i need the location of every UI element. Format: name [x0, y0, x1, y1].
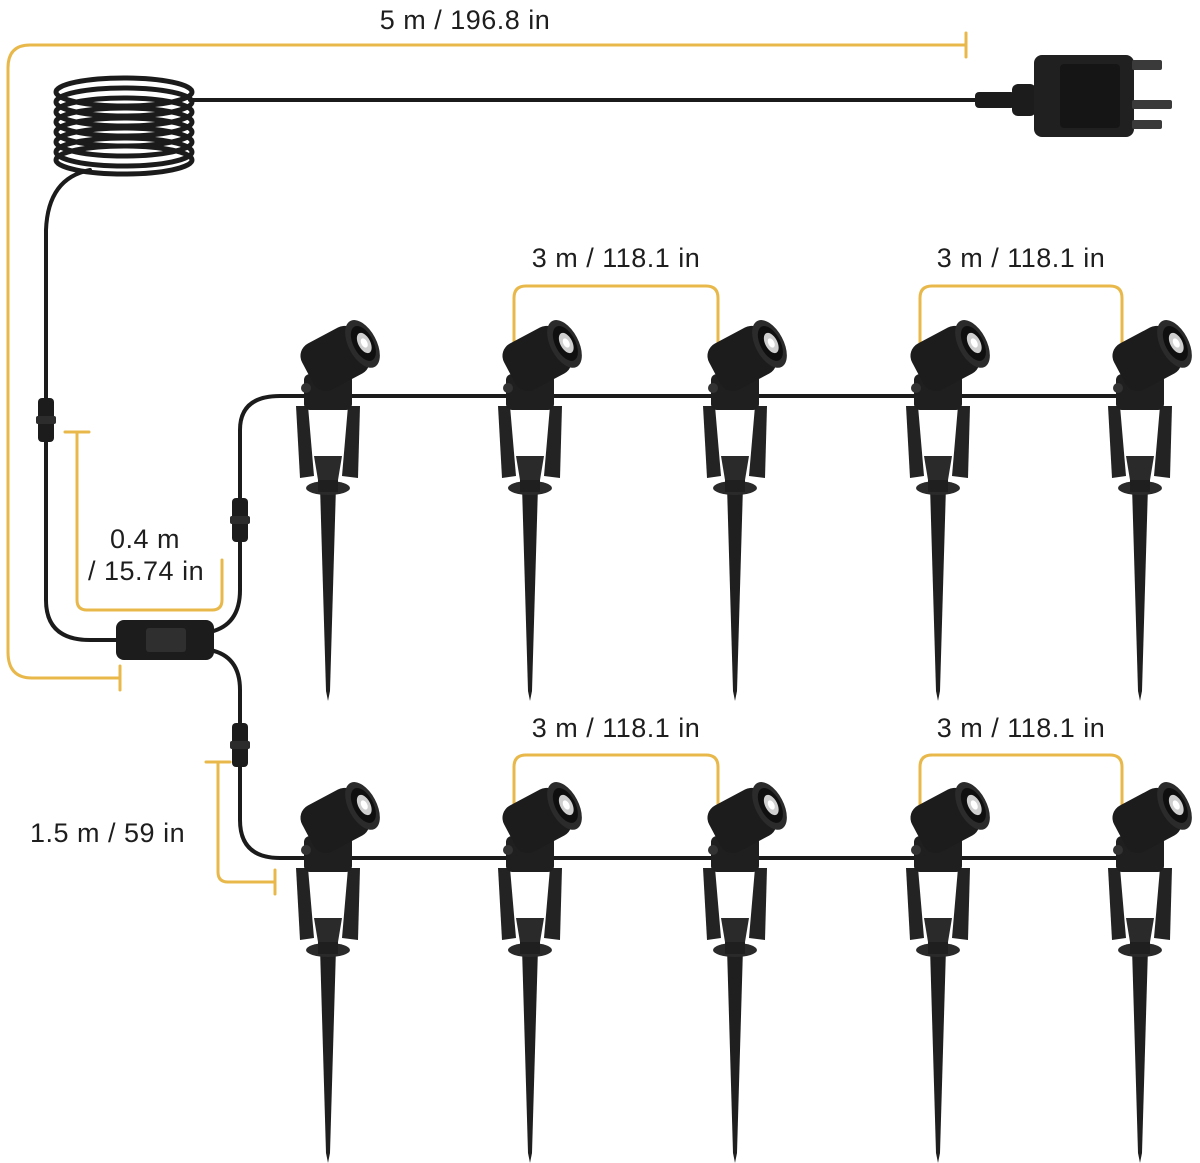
- branch-length-label-line2: / 15.74 in: [88, 556, 204, 586]
- main-cable-length-label: 5 m / 196.8 in: [380, 5, 551, 35]
- spacing-label-top-left: 3 m / 118.1 in: [532, 243, 701, 273]
- spotlight-stake-icon: [905, 776, 998, 1163]
- spotlight-stake-icon: [497, 776, 590, 1163]
- spacing-label-top-right: 3 m / 118.1 in: [937, 243, 1106, 273]
- spotlight-stake-icon: [1107, 314, 1200, 701]
- spotlight-stake-icon: [905, 314, 998, 701]
- uk-plug-adapter-icon: [975, 55, 1172, 137]
- spotlight-stake-icon: [295, 314, 388, 701]
- spotlight-stake-icon: [497, 314, 590, 701]
- coiled-cable-icon: [53, 75, 195, 177]
- waterproof-connector-icon: [230, 723, 250, 767]
- branch-length-label-line1: 0.4 m: [110, 524, 180, 554]
- waterproof-connector-icon: [36, 398, 56, 442]
- waterproof-connector-icon: [230, 498, 250, 542]
- dimension-lines: [6, 31, 1124, 896]
- spotlight-stake-icon: [702, 776, 795, 1163]
- lower-lead-length-label: 1.5 m / 59 in: [30, 818, 185, 848]
- spacing-label-bottom-right: 3 m / 118.1 in: [937, 713, 1106, 743]
- spotlight-stake-icon: [1107, 776, 1200, 1163]
- y-splitter-icon: [116, 620, 214, 660]
- spotlight-stake-icon: [702, 314, 795, 701]
- cables: [44, 98, 1142, 860]
- light-row-bottom: [295, 776, 1200, 1163]
- spacing-label-bottom-left: 3 m / 118.1 in: [532, 713, 701, 743]
- light-row-top: [295, 314, 1200, 701]
- spotlight-stake-icon: [295, 776, 388, 1163]
